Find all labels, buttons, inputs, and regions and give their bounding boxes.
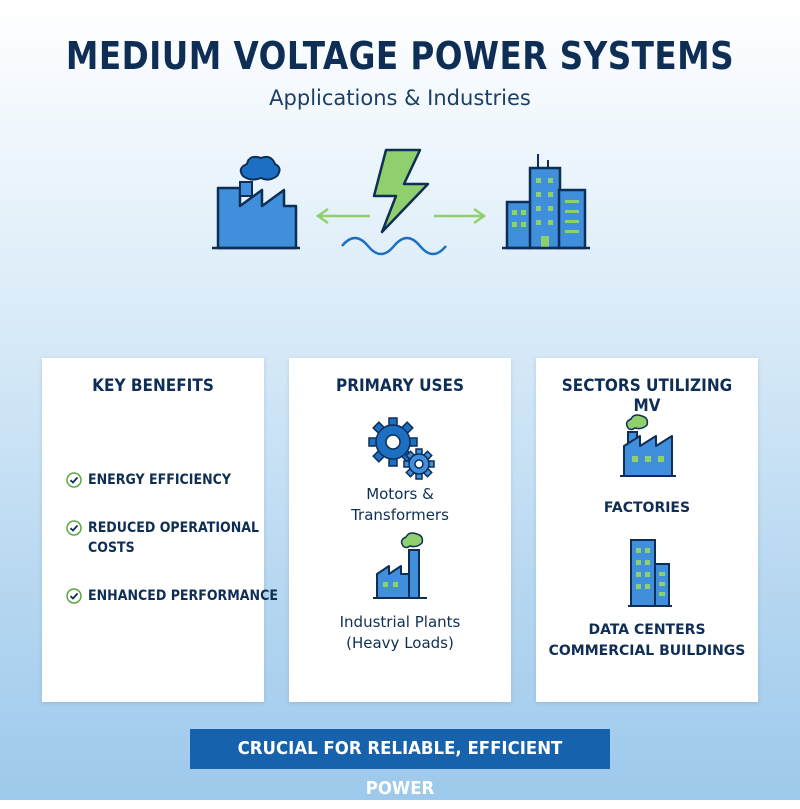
benefit-item: ENHANCED PERFORMANCE xyxy=(66,586,278,606)
sectors-card: SECTORS UTILIZING MV FACTORIES DATA CENT… xyxy=(536,358,758,702)
wave-icon xyxy=(341,236,447,256)
benefit-label: REDUCED OPERATIONAL xyxy=(88,520,260,536)
benefit-item: ENERGY EFFICIENCY xyxy=(66,470,266,490)
left-arrow-icon xyxy=(315,207,370,225)
page-title: MEDIUM VOLTAGE POWER SYSTEMS xyxy=(65,34,735,78)
factory-icon xyxy=(620,414,676,477)
benefit-label: ENERGY EFFICIENCY xyxy=(88,472,232,488)
footer-text: CRUCIAL FOR RELIABLE, EFFICIENT POWER xyxy=(237,738,563,799)
sector-label-datacenters: DATA CENTERS COMMERCIAL BUILDINGS xyxy=(536,620,758,662)
gears-icon xyxy=(368,417,435,480)
sector-label-line: DATA CENTERS xyxy=(588,622,706,638)
benefit-item: REDUCED OPERATIONAL COSTS xyxy=(66,518,266,558)
check-icon xyxy=(66,588,82,604)
benefit-label: ENHANCED PERFORMANCE xyxy=(88,588,278,604)
primary-uses-title: PRIMARY USES xyxy=(335,376,465,396)
use-label-line: Motors & xyxy=(366,485,434,503)
use-label-motors: Motors & Transformers xyxy=(289,484,511,526)
city-buildings-icon xyxy=(502,154,590,250)
key-benefits-title: KEY BENEFITS xyxy=(92,376,214,396)
sector-label-factories: FACTORIES xyxy=(536,498,758,519)
right-arrow-icon xyxy=(434,207,487,225)
footer-banner: CRUCIAL FOR RELIABLE, EFFICIENT POWER xyxy=(190,729,610,799)
lightning-bolt-icon xyxy=(372,148,430,234)
sectors-title: SECTORS UTILIZING MV xyxy=(561,376,733,416)
use-label-line: Transformers xyxy=(351,506,449,524)
use-label-plants: Industrial Plants (Heavy Loads) xyxy=(289,612,511,654)
industrial-plant-icon xyxy=(373,532,427,599)
hero-illustration xyxy=(212,148,590,256)
office-building-icon xyxy=(628,539,672,607)
use-label-line: (Heavy Loads) xyxy=(346,634,454,652)
check-icon xyxy=(66,520,82,536)
use-label-line: Industrial Plants xyxy=(339,613,461,631)
factory-icon xyxy=(212,155,300,250)
key-benefits-card: KEY BENEFITS ENERGY EFFICIENCY REDUCED O… xyxy=(42,358,278,702)
check-icon xyxy=(66,472,82,488)
primary-uses-card: PRIMARY USES xyxy=(289,358,511,702)
sector-label-line: COMMERCIAL BUILDINGS xyxy=(548,643,746,659)
sector-label-line: FACTORIES xyxy=(603,500,691,516)
page-subtitle: Applications & Industries xyxy=(269,86,531,110)
benefit-label: COSTS xyxy=(88,540,135,556)
